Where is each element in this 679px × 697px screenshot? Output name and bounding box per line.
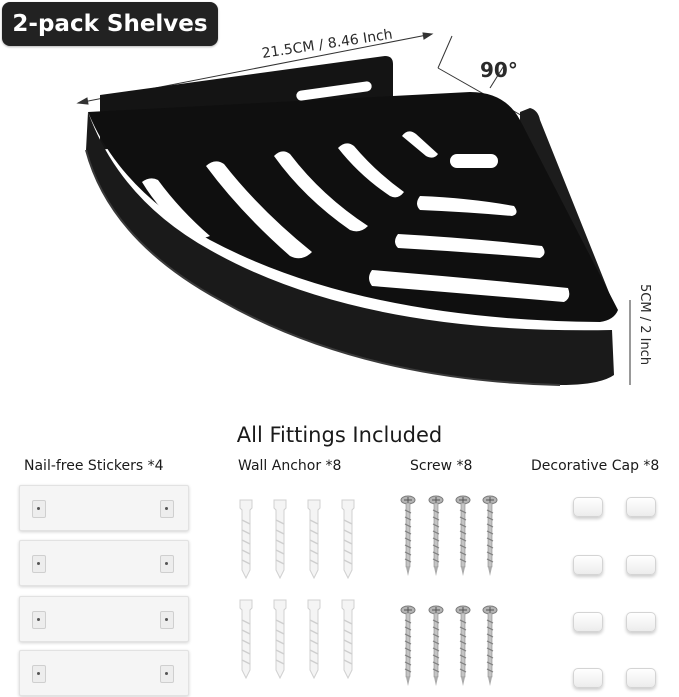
fittings-title: All Fittings Included [236, 423, 443, 447]
wall-anchor-icon [341, 599, 355, 679]
sticker-icon [19, 485, 189, 531]
screw-icon [455, 605, 471, 687]
sticker-icon [19, 596, 189, 642]
sticker-icon [19, 540, 189, 586]
screw-icon [428, 605, 444, 687]
wall-anchor-icon [239, 499, 253, 579]
stickers-label: Nail-free Stickers *4 [24, 458, 164, 474]
cap-icon [626, 668, 656, 688]
screw-label: Screw *8 [410, 458, 473, 474]
wall-anchor-icon [307, 499, 321, 579]
decorative-cap-label: Decorative Cap *8 [531, 458, 660, 474]
back-slot-2 [296, 81, 372, 101]
cap-icon [573, 497, 603, 517]
cap-icon [573, 668, 603, 688]
angle-dimension-label: 90° [480, 58, 518, 82]
cap-icon [573, 555, 603, 575]
screw-icon [482, 605, 498, 687]
base-slots [142, 131, 570, 302]
cap-icon [626, 497, 656, 517]
screw-icon [400, 495, 416, 577]
wall-anchor-icon [239, 599, 253, 679]
screw-icon [455, 495, 471, 577]
height-dimension-label: 5CM / 2 Inch [637, 284, 652, 366]
wall-anchor-icon [341, 499, 355, 579]
corner-shelf-illustration [76, 32, 631, 386]
wall-anchor-icon [273, 599, 287, 679]
cap-icon [626, 612, 656, 632]
wall-anchor-icon [273, 499, 287, 579]
screw-icon [482, 495, 498, 577]
cap-icon [573, 612, 603, 632]
pack-badge: 2-pack Shelves [2, 2, 218, 46]
shelf-base [88, 92, 618, 322]
screw-icon [400, 605, 416, 687]
wall-anchor-icon [307, 599, 321, 679]
wall-anchor-label: Wall Anchor *8 [238, 458, 342, 474]
sticker-icon [19, 650, 189, 696]
shelf-front-lip [86, 112, 614, 385]
cap-icon [626, 555, 656, 575]
screw-icon [428, 495, 444, 577]
